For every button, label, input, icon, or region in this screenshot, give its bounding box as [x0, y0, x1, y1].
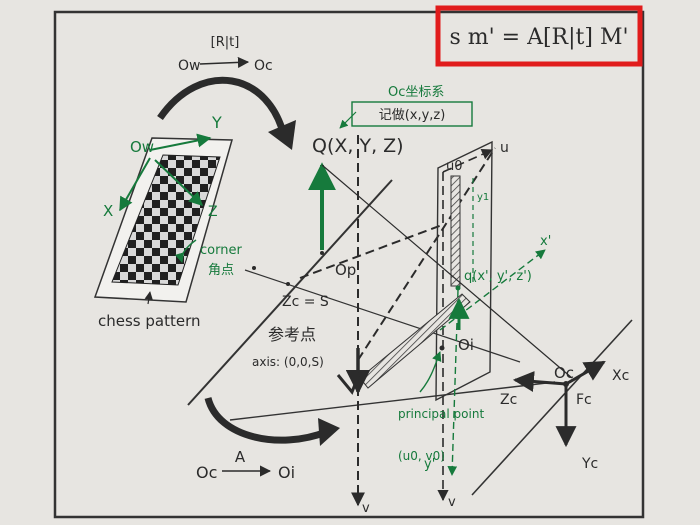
- formula-box: s m' = A[R|t] M': [435, 5, 643, 67]
- reference-v-label: v: [362, 501, 370, 516]
- y-prime-label: y': [424, 457, 435, 472]
- camera-x-axis: [565, 360, 606, 386]
- chess-pattern-caption: chess pattern: [98, 312, 201, 330]
- rt-label: [R|t]: [211, 35, 240, 50]
- camera-coords-box: Oc坐标系 记做(x,y,z): [339, 85, 473, 129]
- caption-pointer: [144, 291, 153, 305]
- image-v-label: v: [448, 495, 456, 510]
- top-from-label: Ow: [178, 58, 200, 74]
- camera-y-label: Yc: [581, 456, 598, 472]
- reference-point-name: 参考点: [268, 325, 316, 344]
- board-y-label: Y: [211, 113, 222, 132]
- top-arrow: [199, 56, 250, 69]
- corner-label-zh: 角点: [208, 263, 234, 278]
- x-prime-label: x': [540, 234, 551, 249]
- corner-pointer: [174, 239, 197, 263]
- y1-label: y1: [477, 192, 489, 203]
- curved-arrow-bottom: [204, 396, 328, 444]
- board-y-axis: [149, 133, 212, 151]
- curved-arrow-top: [157, 76, 289, 141]
- v-tick-mark: [336, 371, 362, 395]
- a-label: A: [235, 448, 246, 466]
- chess-pattern-squares: [111, 154, 221, 286]
- curved-arrow-bottom-head: [318, 418, 340, 446]
- image-plane: u0 u v x' y' y1 q(x', y', z') Oi princip…: [359, 140, 551, 510]
- hatched-vertical: [450, 175, 461, 287]
- camera-z-label: Zc: [500, 392, 517, 408]
- chessboard: Ow Y X Z corner 角点 chess pattern: [93, 113, 256, 330]
- oi-label: Oi: [458, 336, 474, 354]
- world-point: Q(X, Y, Z): [308, 135, 573, 379]
- oi-dot: [439, 345, 445, 351]
- bottom-to-label: Oi: [278, 463, 295, 482]
- corner-label-en: corner: [200, 243, 242, 258]
- q-point-dot: [455, 285, 461, 291]
- diagonal-line-2: [244, 269, 521, 363]
- board-z-label: Z: [208, 204, 218, 220]
- corner-dot: [252, 266, 256, 270]
- diagonal-line-1: [187, 179, 393, 406]
- formula-text: s m' = A[R|t] M': [449, 25, 628, 50]
- camera-coords-title: Oc坐标系: [388, 85, 444, 100]
- reference-plane: Op v: [299, 135, 496, 516]
- q-to-camera-ray: [321, 164, 573, 379]
- camera-coords-pointer: [339, 111, 357, 129]
- top-to-label: Oc: [254, 58, 273, 74]
- principal-pointer: [419, 351, 442, 393]
- board-origin-label: Ow: [130, 138, 154, 156]
- top-transform: [R|t] Ow Oc: [178, 35, 273, 74]
- camera: Oc Xc Yc Zc Fc: [500, 360, 629, 472]
- diagonal-line-3: [229, 381, 556, 421]
- bottom-from-label: Oc: [196, 463, 217, 482]
- camera-origin-label: Oc: [554, 364, 574, 382]
- camera-axis-line: [471, 319, 633, 496]
- camera-coords-value: 记做(x,y,z): [379, 108, 446, 123]
- camera-x-label: Xc: [612, 368, 629, 384]
- zc-eq-label: Zc = S: [282, 294, 329, 310]
- world-point-label: Q(X, Y, Z): [312, 135, 404, 157]
- q-point-label: q(x', y', z'): [464, 269, 532, 284]
- q-base-dot: [320, 251, 324, 255]
- camera-focal-label: Fc: [576, 392, 592, 408]
- u0-label: u0: [446, 159, 463, 174]
- board-x-label: X: [103, 202, 113, 220]
- board-x-axis: [119, 157, 151, 212]
- op-label: Op: [335, 261, 356, 279]
- reference-point: Zc = S 参考点 axis: (0,0,S): [252, 282, 329, 369]
- u-label: u: [500, 140, 509, 156]
- bottom-transform: A Oc Oi: [196, 448, 295, 482]
- y-prime-axis: [447, 289, 459, 476]
- board-z-axis: [154, 159, 204, 206]
- zc-dot: [286, 282, 290, 286]
- camera-z-axis: [512, 371, 567, 392]
- principal-coords-label: (u0, v0): [398, 449, 445, 463]
- reference-axis-label: axis: (0,0,S): [252, 355, 324, 369]
- principal-point-label: principal point: [398, 407, 484, 421]
- outer-frame: [53, 10, 645, 519]
- curved-arrow-top-head: [268, 120, 296, 150]
